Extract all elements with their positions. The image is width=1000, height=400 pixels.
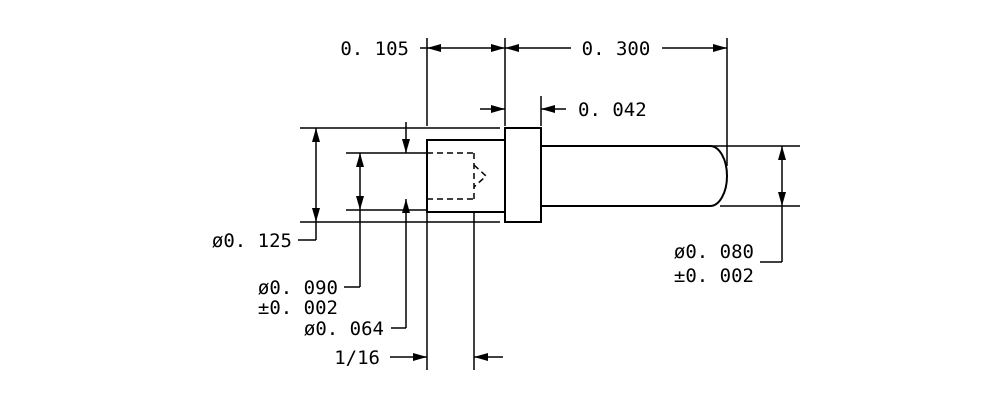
dim-flange-thickness: 0. 042 [480, 99, 647, 121]
dim-bore-diameter: ø0. 090 ±0. 002 [258, 153, 364, 319]
dim-pin-diameter: ø0. 080 ±0. 002 [674, 146, 786, 287]
dim-head-diameter-label: ø0. 125 [212, 230, 292, 252]
dim-flange-thickness-label: 0. 042 [578, 99, 647, 121]
dim-bore-diameter-label: ø0. 090 [258, 277, 338, 299]
dim-bore-depth-label: 1/16 [334, 347, 380, 369]
head-body [426, 139, 506, 213]
dim-hole-diameter-label: ø0. 064 [304, 318, 384, 340]
dim-pin-length-label: 0. 300 [582, 38, 651, 60]
part-outline [426, 127, 728, 223]
dim-head-width: 0. 105 [340, 38, 505, 60]
dim-hole-diameter: ø0. 064 [304, 122, 410, 340]
dim-pin-tolerance-label: ±0. 002 [674, 265, 754, 287]
extension-lines [300, 38, 800, 370]
dim-head-diameter: ø0. 125 [212, 128, 320, 252]
dim-pin-length: 0. 300 [505, 38, 727, 60]
pin-shaft [541, 145, 728, 207]
dim-bore-tolerance-label: ±0. 002 [258, 297, 338, 319]
dim-bore-depth: 1/16 [334, 347, 503, 369]
hidden-bore [427, 152, 488, 200]
flange [504, 127, 542, 223]
dim-head-width-label: 0. 105 [340, 38, 409, 60]
dim-pin-diameter-label: ø0. 080 [674, 241, 754, 263]
